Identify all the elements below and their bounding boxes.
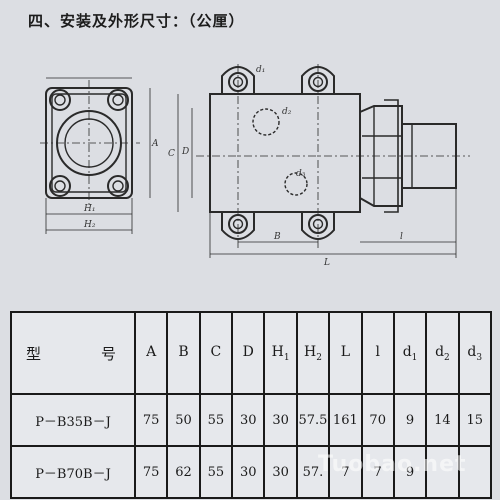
dim-label-H1: H₁ xyxy=(83,204,95,214)
dim-label-l: l xyxy=(400,232,403,242)
column-header: H2 xyxy=(295,311,331,395)
value-cell: 55 xyxy=(198,393,234,447)
value-cell: 75 xyxy=(133,445,169,499)
dim-label-d2: d₂ xyxy=(282,107,292,117)
column-header: L xyxy=(328,311,363,395)
dim-label-H2: H₂ xyxy=(83,220,96,230)
value-cell: 15 xyxy=(457,393,492,447)
column-header: A xyxy=(133,311,169,395)
dim-label-C: C xyxy=(168,149,175,159)
column-header: d3 xyxy=(457,311,492,395)
value-cell: 30 xyxy=(263,445,298,499)
value-cell xyxy=(425,445,460,499)
value-cell: 161 xyxy=(328,393,363,447)
model-column-header: 型 号 xyxy=(10,311,136,395)
drawing-svg: A C D H₁ H₂ L l B d₁ d₂ d₃ xyxy=(40,64,470,268)
value-cell: 55 xyxy=(198,445,234,499)
dim-label-d3: d₃ xyxy=(296,169,306,179)
value-cell xyxy=(457,445,492,499)
value-cell: 7 xyxy=(328,445,363,499)
dim-label-D: D xyxy=(181,147,189,157)
technical-drawing: A C D H₁ H₂ L l B d₁ d₂ d₃ xyxy=(0,36,500,298)
spec-table: 型 号 A B C D H1 H2 L l d1 d2 d3 P－B35B－J … xyxy=(10,311,492,499)
table-row: P－B35B－J 75 50 55 30 30 57.5 161 70 9 14… xyxy=(10,393,492,447)
model-cell: P－B35B－J xyxy=(10,393,136,447)
model-cell: P－B70B－J xyxy=(10,445,136,499)
value-cell: 62 xyxy=(166,445,201,499)
dim-label-d1: d₁ xyxy=(256,65,265,75)
value-cell: 57.5 xyxy=(295,393,331,447)
table-row: P－B70B－J 75 62 55 30 30 57. 7 7 9 xyxy=(10,445,492,499)
column-header: H1 xyxy=(263,311,298,395)
section-heading: 四、安装及外形尺寸：（公厘） xyxy=(28,12,245,30)
watermark: Tuobao.net xyxy=(318,452,467,477)
column-header: C xyxy=(198,311,234,395)
dim-label-B: B xyxy=(273,232,281,242)
value-cell: 50 xyxy=(166,393,201,447)
column-header: D xyxy=(231,311,266,395)
value-cell: 70 xyxy=(360,393,395,447)
value-cell: 7 xyxy=(360,445,395,499)
dim-label-A: A xyxy=(151,139,159,149)
side-view xyxy=(209,66,457,240)
value-cell: 9 xyxy=(392,393,428,447)
model-header-left: 型 xyxy=(26,344,44,363)
column-header: d1 xyxy=(392,311,428,395)
value-cell: 30 xyxy=(231,445,266,499)
value-cell: 75 xyxy=(133,393,169,447)
dim-label-L: L xyxy=(323,258,330,268)
value-cell: 30 xyxy=(231,393,266,447)
column-header: B xyxy=(166,311,201,395)
end-view-bolt-holes xyxy=(49,89,129,197)
value-cell: 57. xyxy=(295,445,331,499)
value-cell: 30 xyxy=(263,393,298,447)
table-header-row: 型 号 A B C D H1 H2 L l d1 d2 d3 xyxy=(10,311,492,395)
value-cell: 14 xyxy=(425,393,460,447)
column-header: l xyxy=(360,311,395,395)
value-cell: 9 xyxy=(392,445,428,499)
model-header-right: 号 xyxy=(100,344,118,363)
column-header: d2 xyxy=(425,311,460,395)
